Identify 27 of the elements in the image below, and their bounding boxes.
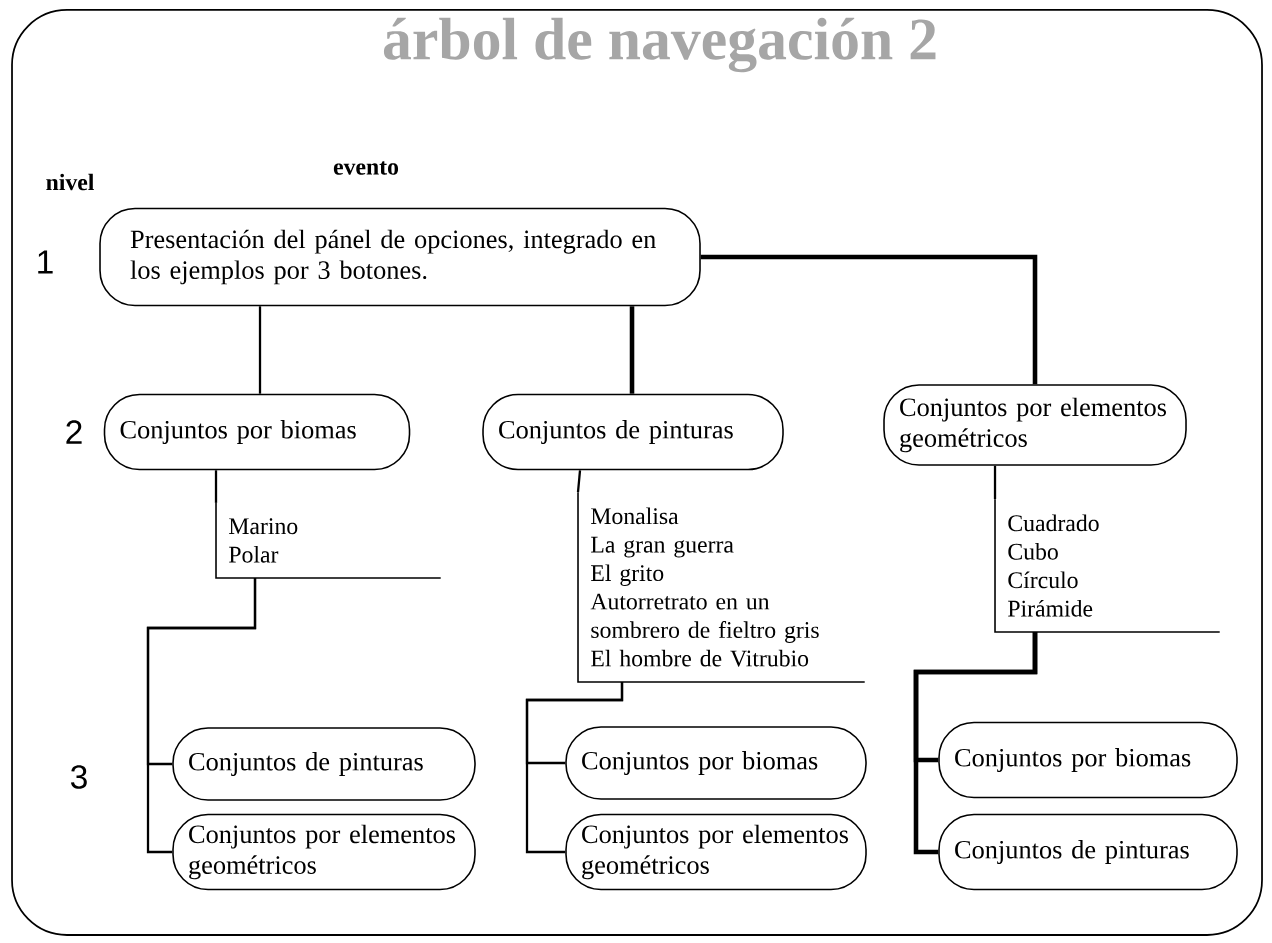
process-box: Presentación del pánel de opciones, integrado en los ejemplos por 3 botones. (99, 207, 701, 307)
level-number: 1 (38, 250, 53, 274)
connector-line (913, 632, 1038, 855)
event-list: Cuadrado Cubo Círculo Pirámide (994, 498, 1221, 633)
connector-line (214, 470, 218, 503)
process-box: Conjuntos por biomas (565, 726, 867, 800)
connector-line (146, 578, 257, 854)
process-box: Conjuntos por elementos geométricos (565, 813, 867, 891)
connector-line (258, 306, 262, 394)
process-box: Conjuntos de pinturas (938, 813, 1238, 891)
event-list: Marino Polar (215, 502, 442, 579)
connector-line (700, 254, 1038, 385)
process-box: Conjuntos por elementos geométricos (172, 813, 476, 891)
process-box: Conjuntos de pinturas (482, 393, 784, 471)
process-box: Conjuntos por biomas (103, 393, 411, 471)
event-list: Monalisa La gran guerra El grito Autorretrato en un sombrero de fieltro gris El hombre de Vitrubio (577, 491, 866, 683)
process-box: Conjuntos por elementos geométricos (883, 384, 1187, 466)
column-heading: nivel (46, 173, 94, 191)
connector-line (525, 682, 624, 854)
level-number: 3 (71, 765, 87, 789)
title: árbol de navegación 2 (383, 17, 936, 73)
connector-line (993, 465, 997, 500)
process-box: Conjuntos por biomas (938, 721, 1238, 799)
process-box: Conjuntos de pinturas (172, 727, 476, 801)
connector-line (576, 470, 582, 493)
connector-line (629, 306, 635, 394)
column-heading: evento (333, 161, 399, 175)
